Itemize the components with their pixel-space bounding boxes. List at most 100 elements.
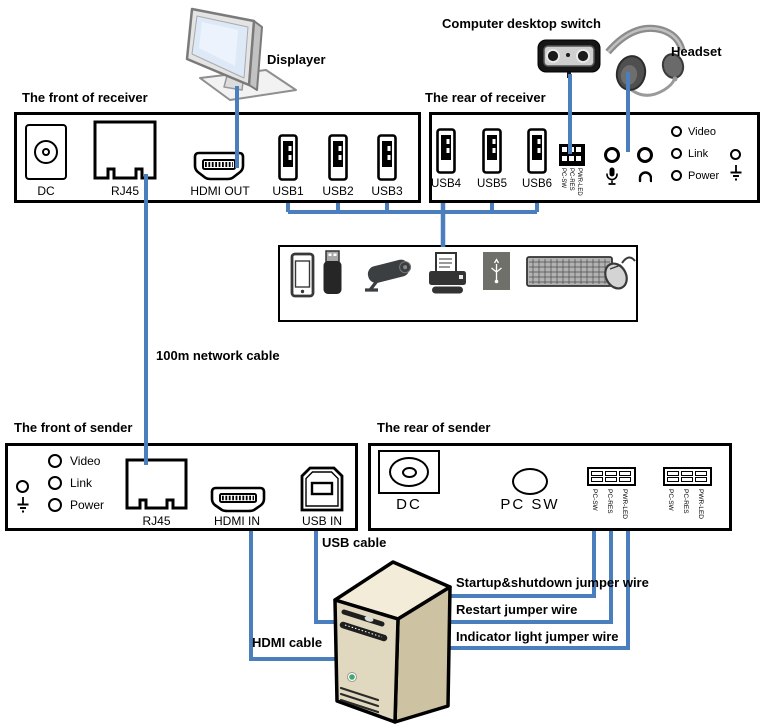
sender-video-led: [48, 454, 62, 468]
sender-dc-label: DC: [396, 496, 422, 513]
usb-flash-drive-icon: [323, 250, 342, 294]
usb1-port: [278, 134, 298, 181]
usb-cable-line: [314, 531, 342, 624]
usb5-port: [482, 128, 502, 174]
jumper-pin-header-1: [587, 467, 636, 486]
keyboard-icon: [526, 256, 613, 287]
dc-jack: [25, 124, 67, 180]
power-led-label: Power: [688, 170, 720, 182]
pin-label-pwrled: PWR-LED: [576, 168, 582, 196]
sender-rj45-port: [125, 458, 188, 510]
mic-jack: [604, 147, 620, 163]
microphone-icon: [606, 167, 618, 185]
startup-jumper-label: Startup&shutdown jumper wire: [456, 575, 649, 590]
startup-jumper-line: [446, 531, 596, 598]
usb5-label: USB5: [476, 178, 508, 190]
usb1-label: USB1: [272, 184, 304, 198]
headphone-jack: [637, 147, 653, 163]
smartphone-icon: [290, 252, 315, 298]
indicator-jumper-label: Indicator light jumper wire: [456, 629, 619, 644]
dc-jack-pin: [42, 148, 50, 156]
printer-icon: [429, 252, 466, 294]
headset-icon: [598, 18, 730, 106]
ground-icon: [730, 165, 742, 181]
header1-pcsw-label: PC-SW: [591, 489, 598, 511]
sender-link-led-label: Link: [70, 476, 93, 490]
usb6-port: [527, 128, 547, 174]
pc-sw-label: PC SW: [500, 496, 560, 513]
sender-dc-jack: [378, 450, 440, 494]
jumper-pin-header: [559, 144, 585, 166]
sender-power-led-label: Power: [70, 498, 105, 512]
rear-receiver-title: The rear of receiver: [425, 90, 546, 105]
dc-label: DC: [37, 184, 55, 198]
usb4-label: USB4: [430, 178, 462, 190]
header2-pcres-label: PC-RES: [682, 489, 689, 514]
usb3-label: USB3: [371, 184, 403, 198]
usb-devices-icons: [290, 250, 636, 298]
hdmi-in-port: [210, 486, 266, 513]
pc-sw-button: [512, 468, 548, 495]
sender-power-led: [48, 498, 62, 512]
hdmi-out-label: HDMI OUT: [190, 184, 250, 198]
sender-rj45-label: RJ45: [142, 514, 171, 528]
hdmi-cable-label: HDMI cable: [252, 635, 323, 650]
rear-receiver-box: USB4 USB5 USB6 PC-SW PC-RES PWR-LED Vide…: [429, 112, 760, 203]
headset-label: Headset: [671, 44, 722, 59]
usb-in-port: [300, 466, 344, 512]
pin-label-pcsw: PC-SW: [560, 168, 566, 188]
usb2-port: [328, 134, 348, 181]
front-sender-box: Video Link Power RJ45 HDMI IN USB IN: [5, 443, 358, 531]
usb3-port: [377, 134, 397, 181]
displayer-icon: [178, 0, 308, 105]
jumper-pin-header-2: [663, 467, 712, 486]
computer-desktop-switch-label: Computer desktop switch: [442, 16, 601, 31]
rj45-port: [93, 120, 157, 180]
sender-dc-ring: [389, 457, 429, 487]
sender-ground-terminal: [16, 480, 29, 493]
header2-pcsw-label: PC-SW: [667, 489, 674, 511]
pin-label-pcres: PC-RES: [568, 168, 574, 191]
usb-cable-label: USB cable: [322, 535, 387, 550]
rear-sender-title: The rear of sender: [377, 420, 491, 435]
ground-terminal: [730, 149, 741, 160]
desktop-switch-icon: [536, 38, 604, 82]
power-led: [671, 170, 682, 181]
rj45-label: RJ45: [110, 184, 139, 198]
sender-video-led-label: Video: [70, 454, 101, 468]
usb2-label: USB2: [322, 184, 354, 198]
front-sender-title: The front of sender: [14, 420, 133, 435]
usb6-label: USB6: [521, 178, 553, 190]
header1-pwrled-label: PWR-LED: [621, 489, 628, 519]
front-receiver-box: DC RJ45 HDMI OUT USB1 USB2 USB3: [14, 112, 421, 203]
usb-devices-box: [278, 245, 638, 322]
dc-jack-ring: [34, 140, 58, 164]
link-led: [671, 148, 682, 159]
mouse-icon: [604, 256, 636, 290]
headphone-icon: [638, 171, 652, 183]
video-led-label: Video: [688, 126, 716, 138]
restart-jumper-label: Restart jumper wire: [456, 602, 578, 617]
sender-ground-icon: [17, 497, 29, 513]
indicator-jumper-line: [446, 531, 630, 650]
network-cable-label: 100m network cable: [156, 348, 280, 363]
video-led: [671, 126, 682, 137]
link-led-label: Link: [688, 148, 709, 160]
hdmi-out-port: [193, 151, 245, 181]
header2-pwrled-label: PWR-LED: [697, 489, 704, 519]
hdmi-cable-line: [249, 531, 342, 661]
usb-device-icon: [483, 252, 510, 290]
rear-sender-box: DC PC SW PC-SW PC-RES PWR-LED PC-SW PC-R…: [368, 443, 732, 531]
usb4-port: [436, 128, 456, 174]
hdmi-in-label: HDMI IN: [214, 514, 260, 528]
displayer-label: Displayer: [267, 52, 326, 67]
sender-dc-pin: [401, 466, 417, 478]
front-receiver-title: The front of receiver: [22, 90, 148, 105]
surveillance-camera-icon: [365, 259, 412, 292]
sender-link-led: [48, 476, 62, 490]
restart-jumper-line: [446, 531, 613, 624]
computer-tower-icon: [325, 555, 460, 728]
usb-in-label: USB IN: [301, 514, 342, 528]
